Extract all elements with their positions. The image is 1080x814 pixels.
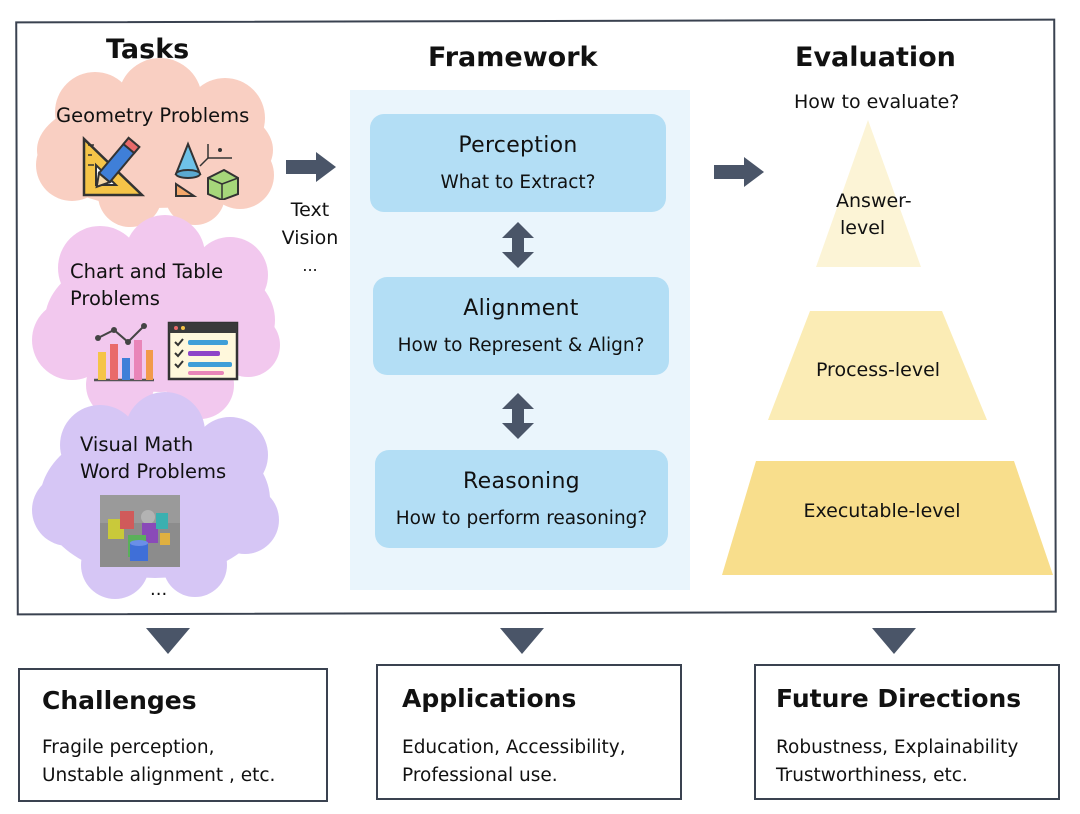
table-checklist-icon (167, 321, 239, 381)
challenges-line2: Unstable alignment , etc. (42, 765, 276, 786)
arrow-right-tasks-icon (286, 152, 336, 182)
future-directions-text: Robustness, Explainability Trustworthine… (776, 734, 1018, 790)
pyramid-answer-level (816, 120, 921, 267)
evaluation-title: Evaluation (795, 42, 956, 73)
bar-chart-icon (94, 323, 154, 382)
reasoning-box: Reasoning How to perform reasoning? (375, 450, 668, 548)
task-chart-line2: Problems (70, 287, 160, 310)
framework-title: Framework (428, 42, 598, 73)
answer-level-label: Answer- level (836, 188, 936, 242)
future-directions-box: Future Directions Robustness, Explainabi… (754, 664, 1060, 800)
evaluation-question: How to evaluate? (794, 91, 960, 113)
perception-question: What to Extract? (440, 172, 596, 193)
double-arrow-icon (502, 393, 534, 439)
arrow-down-icon (146, 628, 190, 654)
executable-level-label: Executable-level (803, 500, 961, 522)
alignment-box: Alignment How to Represent & Align? (373, 277, 669, 375)
tasks-more: ... (150, 579, 168, 600)
reasoning-title: Reasoning (463, 469, 580, 494)
applications-box: Applications Education, Accessibility, P… (376, 664, 682, 800)
future-directions-line1: Robustness, Explainability (776, 737, 1019, 758)
input-text: Text (290, 199, 330, 221)
double-arrow-icon (502, 222, 534, 268)
answer-level-line2: level (840, 217, 886, 239)
set-square-pencil-icon (82, 136, 146, 197)
pyramid-process-level (768, 311, 987, 420)
task-word-line1: Visual Math (80, 433, 194, 456)
cloud-chart (32, 215, 280, 419)
applications-text: Education, Accessibility, Professional u… (402, 734, 626, 790)
future-directions-title: Future Directions (776, 684, 1022, 713)
task-chart-line1: Chart and Table (70, 260, 224, 283)
evaluation-pyramid (722, 120, 1053, 575)
arrow-down-icon (500, 628, 544, 654)
challenges-box: Challenges Fragile perception, Unstable … (18, 668, 328, 802)
geometric-solids-icon (174, 141, 239, 200)
3d-objects-scene-image (100, 495, 180, 567)
perception-title: Perception (458, 133, 578, 158)
task-word-label: Visual Math Word Problems (80, 431, 226, 485)
reasoning-question: How to perform reasoning? (395, 508, 648, 529)
framework-inputs: Text Vision ... (272, 196, 348, 280)
alignment-question: How to Represent & Align? (397, 335, 645, 356)
task-geometry-label: Geometry Problems (56, 104, 250, 127)
pyramid-executable-level (722, 461, 1053, 575)
answer-level-line1: Answer- (836, 190, 912, 212)
alignment-title: Alignment (463, 296, 579, 321)
applications-title: Applications (402, 684, 577, 713)
cloud-word (32, 392, 279, 599)
challenges-line1: Fragile perception, (42, 737, 215, 758)
process-level-label: Process-level (815, 359, 941, 381)
challenges-text: Fragile perception, Unstable alignment ,… (42, 734, 275, 790)
tasks-title: Tasks (106, 34, 190, 65)
task-word-line2: Word Problems (80, 460, 227, 483)
task-chart-label: Chart and Table Problems (70, 258, 223, 312)
input-vision: Vision (281, 227, 339, 249)
perception-box: Perception What to Extract? (370, 114, 666, 212)
input-more: ... (302, 256, 318, 275)
arrow-down-icon (872, 628, 916, 654)
applications-line1: Education, Accessibility, (402, 737, 626, 758)
applications-line2: Professional use. (402, 765, 558, 786)
future-directions-line2: Trustworthiness, etc. (776, 765, 968, 786)
arrow-right-framework-icon (714, 157, 764, 187)
challenges-title: Challenges (42, 686, 197, 715)
